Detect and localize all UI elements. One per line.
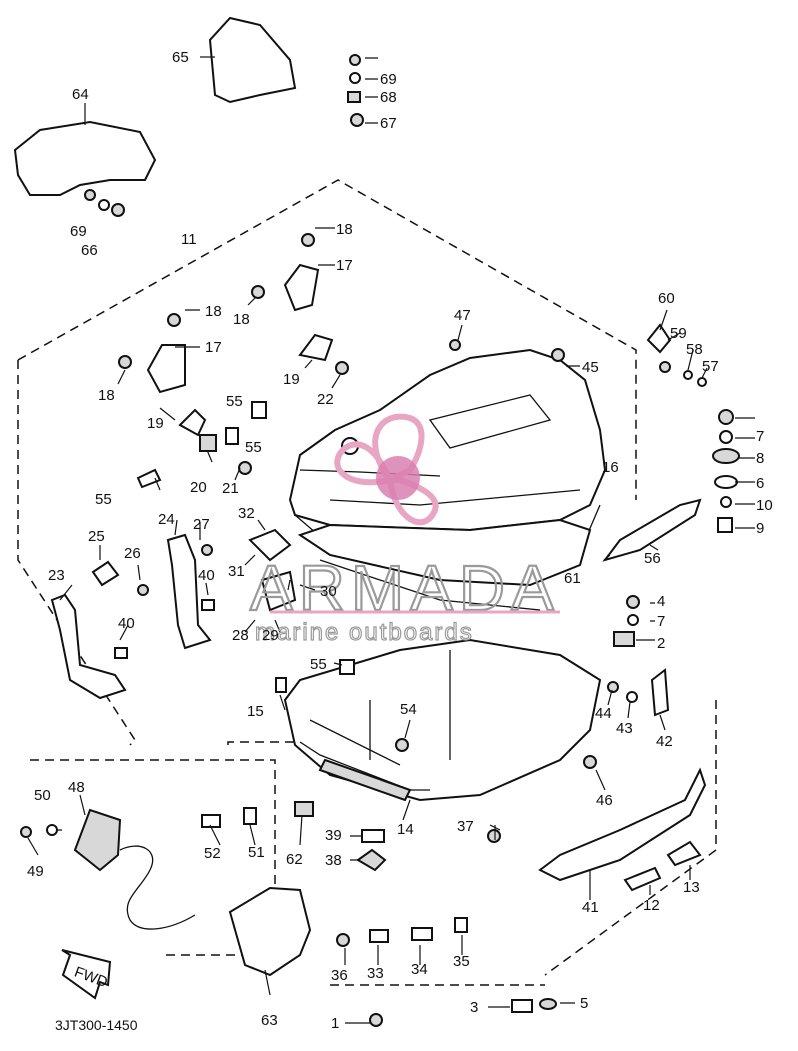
callout-47: 47	[454, 307, 471, 324]
callout-41: 41	[582, 899, 599, 916]
callout-10: 10	[756, 497, 773, 514]
callout-65: 66	[81, 242, 98, 259]
switch-box	[73, 808, 196, 930]
callout-44: 44	[595, 705, 612, 722]
callout-40a: 40	[198, 567, 215, 584]
callout-7a: 7	[756, 428, 764, 445]
callout-9: 9	[756, 520, 764, 537]
fwd-arrow-icon: FWD	[61, 949, 112, 1000]
propeller-logo-icon	[334, 413, 439, 526]
top-cover	[13, 120, 157, 196]
callout-18b: 18	[233, 311, 250, 328]
callout-55: 56	[644, 550, 661, 567]
callout-52: 52	[204, 845, 221, 862]
cover-cap	[208, 16, 297, 104]
callout-30: 30	[320, 583, 337, 600]
callout-6: 6	[756, 475, 764, 492]
callout-labels: 1 2 3 4 5 6 7 7 8 9 10 11 12 13 14 15 16…	[27, 49, 773, 1032]
callout-16: 16	[602, 459, 619, 476]
watermark: ARMADA marine outboards	[249, 413, 560, 647]
callout-11: 11	[181, 231, 197, 248]
callout-29: 29	[262, 627, 279, 644]
callout-50: 50	[34, 787, 51, 804]
callout-45: 45	[582, 359, 599, 376]
callout-12: 12	[643, 897, 660, 914]
callout-3: 3	[470, 999, 478, 1016]
callout-49: 49	[27, 863, 44, 880]
callout-56: 57	[702, 358, 719, 375]
callout-13: 13	[683, 879, 700, 896]
callout-60: 61	[564, 570, 581, 587]
callout-54a: 55	[226, 393, 243, 410]
callout-17b: 17	[205, 339, 222, 356]
callout-5: 5	[580, 995, 588, 1012]
callout-62: 63	[261, 1012, 278, 1029]
callout-23: 23	[48, 567, 65, 584]
callout-54d: 55	[310, 656, 327, 673]
callout-21: 21	[222, 480, 239, 497]
watermark-tagline: marine outboards	[255, 619, 474, 646]
callout-66: 67	[380, 115, 397, 132]
side-brackets	[50, 533, 212, 700]
callout-63: 64	[72, 86, 89, 103]
callout-1: 1	[331, 1015, 339, 1032]
lower-cowling	[297, 518, 592, 611]
callout-18d: 18	[98, 387, 115, 404]
callout-59: 60	[658, 290, 675, 307]
callout-35: 35	[453, 953, 470, 970]
callout-19b: 19	[147, 415, 164, 432]
callout-32: 32	[238, 505, 255, 522]
drawing-code: 3JT300-1450	[55, 1017, 138, 1033]
callout-42: 42	[656, 733, 673, 750]
callout-37: 37	[457, 818, 474, 835]
callout-19a: 19	[283, 371, 300, 388]
callout-24: 24	[158, 511, 175, 528]
callout-54c: 55	[95, 491, 112, 508]
callout-8: 8	[756, 450, 764, 467]
fuel-tank-cover	[228, 886, 312, 977]
callout-34: 34	[411, 961, 428, 978]
callout-28: 28	[232, 627, 249, 644]
cable-guide	[602, 498, 702, 562]
callout-17a: 17	[336, 257, 353, 274]
bottom-cowling	[283, 638, 602, 802]
callout-48: 48	[68, 779, 85, 796]
callout-26: 26	[124, 545, 141, 562]
leader-lines	[27, 56, 755, 1024]
callout-38: 38	[325, 852, 342, 869]
callout-58: 59	[670, 325, 687, 342]
callout-15: 15	[247, 703, 264, 720]
callout-25: 25	[88, 528, 105, 545]
callout-22: 22	[317, 391, 334, 408]
callout-46: 46	[596, 792, 613, 809]
callout-43: 43	[616, 720, 633, 737]
callout-39: 39	[325, 827, 342, 844]
callout-54b: 55	[245, 439, 262, 456]
callout-57: 58	[686, 341, 703, 358]
callout-53: 54	[400, 701, 417, 718]
callout-33: 33	[367, 965, 384, 982]
callout-27: 27	[193, 516, 210, 533]
callout-18c: 18	[205, 303, 222, 320]
callout-20: 20	[190, 479, 207, 496]
callout-64: 65	[172, 49, 189, 66]
callout-68a: 69	[380, 71, 397, 88]
hardware-parts	[20, 54, 740, 1027]
callout-7b: 7	[657, 613, 665, 630]
callout-61: 62	[286, 851, 303, 868]
callout-51: 51	[248, 844, 265, 861]
callout-14: 14	[397, 821, 414, 838]
callout-4: 4	[657, 593, 665, 610]
callout-40b: 40	[118, 615, 135, 632]
callout-18a: 18	[336, 221, 353, 238]
callout-68b: 69	[70, 223, 87, 240]
callout-31: 31	[228, 563, 245, 580]
callout-36: 36	[331, 967, 348, 984]
callout-67: 68	[380, 89, 397, 106]
callout-2: 2	[657, 635, 665, 652]
